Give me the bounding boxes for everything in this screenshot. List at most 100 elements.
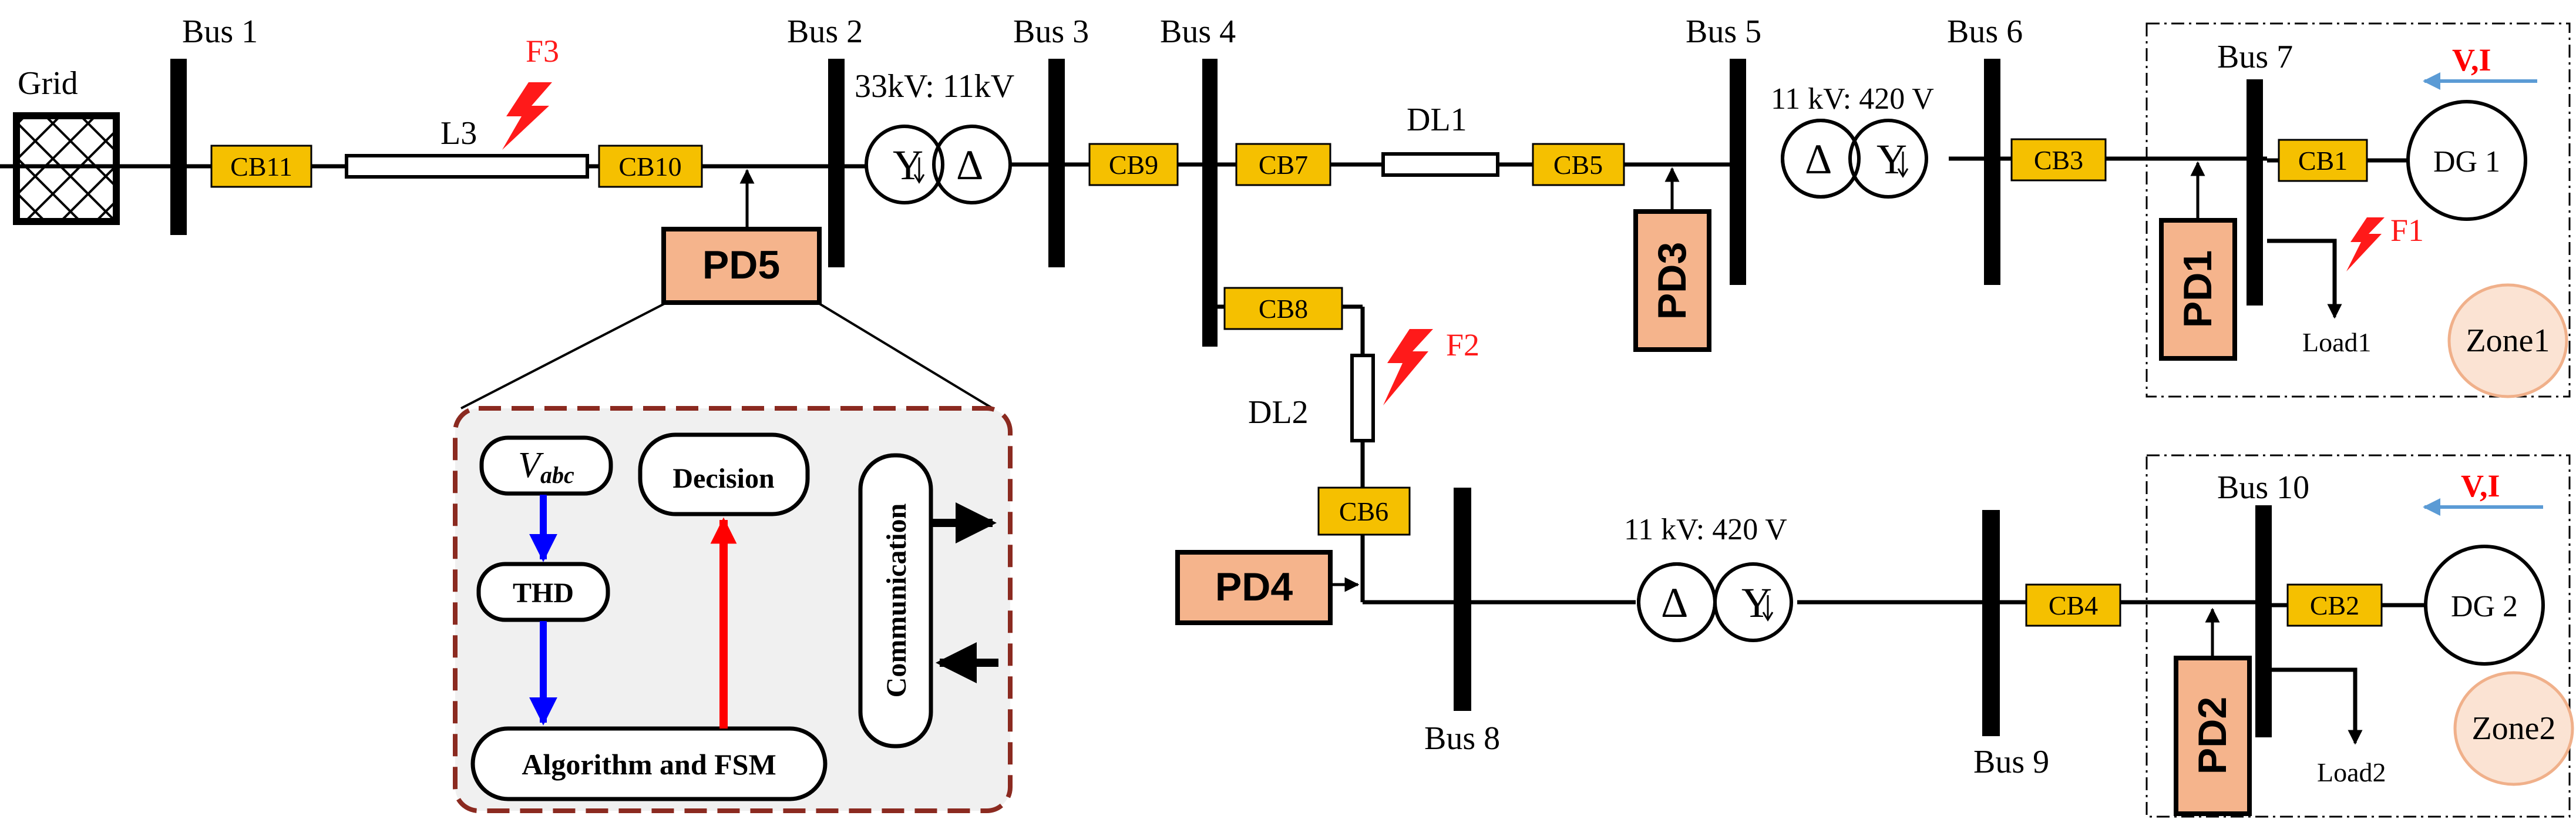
cb3-label: CB3 <box>2034 145 2083 175</box>
fault-f2: F2 <box>1383 327 1479 405</box>
line-dl2: DL2 <box>1248 354 1375 442</box>
cb8[interactable]: CB8 <box>1223 287 1343 330</box>
bus6-bar <box>1984 59 2000 285</box>
load1-label: Load1 <box>2302 327 2372 357</box>
bus3-bar <box>1048 59 1065 267</box>
zone1-label: Zone1 <box>2466 323 2550 359</box>
cb11[interactable]: CB11 <box>210 145 312 188</box>
communication-label: Communication <box>881 504 912 698</box>
bus9-label: Bus 9 <box>1973 744 2049 780</box>
bus-labels: Bus 1 Bus 2 Bus 3 Bus 4 Bus 5 Bus 6 Bus … <box>182 14 2309 780</box>
pd3-label: PD3 <box>1650 242 1694 320</box>
bus1-label: Bus 1 <box>182 14 258 50</box>
bus5-label: Bus 5 <box>1686 14 1761 50</box>
pd4-label: PD4 <box>1215 565 1293 609</box>
dg2-generator: DG 2 <box>2424 545 2545 666</box>
pd1-device[interactable]: PD1 <box>2159 218 2237 361</box>
cb10-label: CB10 <box>618 152 681 182</box>
transformer-t2: 11 kV: 420 V Δ Y <box>1771 82 1934 199</box>
bus2-bar <box>828 59 845 267</box>
cb1-label: CB1 <box>2298 146 2348 176</box>
cb3[interactable]: CB3 <box>2010 138 2107 182</box>
cb6-label: CB6 <box>1339 496 1388 526</box>
cb2[interactable]: CB2 <box>2286 583 2383 627</box>
grid-source <box>13 112 120 225</box>
bus7-label: Bus 7 <box>2217 39 2293 75</box>
cb7-label: CB7 <box>1259 150 1308 180</box>
pd1-label: PD1 <box>2175 250 2220 328</box>
pd5-inset-panel: Vabc Decision THD Algorithm and FSM Comm… <box>453 406 1013 813</box>
cb8-label: CB8 <box>1259 294 1308 324</box>
f2-label: F2 <box>1446 327 1479 363</box>
cb7[interactable]: CB7 <box>1235 143 1331 186</box>
dl2-label: DL2 <box>1248 394 1309 431</box>
pd5-zoom-lines <box>460 301 994 410</box>
pd5-device[interactable]: PD5 <box>661 227 822 305</box>
t2-delta-symbol: Δ <box>1805 136 1832 183</box>
bus6-label: Bus 6 <box>1947 14 2023 50</box>
transformer-t1: 33kV: 11kV Y Δ <box>855 68 1014 204</box>
t3-delta-symbol: Δ <box>1661 579 1688 626</box>
bus4-label: Bus 4 <box>1160 14 1236 50</box>
decision-label: Decision <box>672 463 774 494</box>
fault-f3: F3 <box>502 33 559 150</box>
zone2-label: Zone2 <box>2471 710 2555 747</box>
bus8-bar <box>1454 488 1471 711</box>
cb10[interactable]: CB10 <box>598 145 703 188</box>
load-arrows <box>2327 276 2363 745</box>
dg2-label: DG 2 <box>2451 590 2518 623</box>
pd4-device[interactable]: PD4 <box>1175 550 1333 625</box>
cb4-label: CB4 <box>2049 590 2098 620</box>
circuit-breakers: CB11 CB10 CB9 CB7 CB5 CB3 CB1 CB8 <box>210 138 2383 627</box>
pd2-label: PD2 <box>2190 697 2235 774</box>
cb11-label: CB11 <box>230 152 292 182</box>
f3-lightning-icon <box>502 82 552 150</box>
bus5-bar <box>1730 59 1746 285</box>
zone2-badge: Zone2 <box>2453 671 2574 786</box>
cb5-label: CB5 <box>1553 150 1603 180</box>
thd-block: THD <box>476 562 610 622</box>
cb9-label: CB9 <box>1109 150 1158 180</box>
vabc-block: Vabc <box>479 435 613 496</box>
pd3-device[interactable]: PD3 <box>1633 209 1711 352</box>
transformer-t3: 11 kV: 420 V Δ Y <box>1624 513 1793 642</box>
l3-label: L3 <box>440 115 477 152</box>
bus1-bar <box>170 59 187 235</box>
fault-f1: F1 <box>2346 213 2424 271</box>
load2-label: Load2 <box>2317 757 2386 787</box>
cb2-label: CB2 <box>2310 590 2359 620</box>
grid-label: Grid <box>18 65 78 102</box>
pd2-device[interactable]: PD2 <box>2174 656 2252 816</box>
cb4[interactable]: CB4 <box>2025 583 2121 627</box>
bus8-label: Bus 8 <box>1424 720 1500 757</box>
cb9[interactable]: CB9 <box>1088 143 1179 186</box>
thd-label: THD <box>513 578 574 609</box>
cb5[interactable]: CB5 <box>1532 143 1625 186</box>
bus9-bar <box>1982 510 2000 736</box>
f1-lightning-icon <box>2346 217 2385 271</box>
bus7-bar <box>2247 79 2263 306</box>
vi-label-zone1: V,I <box>2452 42 2491 78</box>
zone2-box <box>2145 454 2571 818</box>
t1-delta-symbol: Δ <box>956 142 983 189</box>
f3-label: F3 <box>526 33 559 69</box>
pd5-label: PD5 <box>702 243 780 287</box>
line-dl1: DL1 <box>1381 102 1499 177</box>
dg1-generator: DG 1 <box>2406 100 2527 221</box>
dl1-label: DL1 <box>1407 102 1467 138</box>
f1-label: F1 <box>2390 213 2424 248</box>
cb1[interactable]: CB1 <box>2278 139 2368 182</box>
t2-rating: 11 kV: 420 V <box>1771 82 1934 116</box>
bus-bars <box>170 59 2272 737</box>
line-l3: L3 <box>345 115 589 179</box>
bus3-label: Bus 3 <box>1013 14 1089 50</box>
bus4-bar <box>1202 59 1218 347</box>
f2-lightning-icon <box>1383 329 1433 405</box>
t3-rating: 11 kV: 420 V <box>1624 513 1787 546</box>
t1-rating: 33kV: 11kV <box>855 68 1014 105</box>
algorithm-label: Algorithm and FSM <box>522 748 776 781</box>
cb6[interactable]: CB6 <box>1317 486 1411 536</box>
vi-label-zone2: V,I <box>2461 468 2500 504</box>
vabc-label: Vabc <box>518 445 574 488</box>
